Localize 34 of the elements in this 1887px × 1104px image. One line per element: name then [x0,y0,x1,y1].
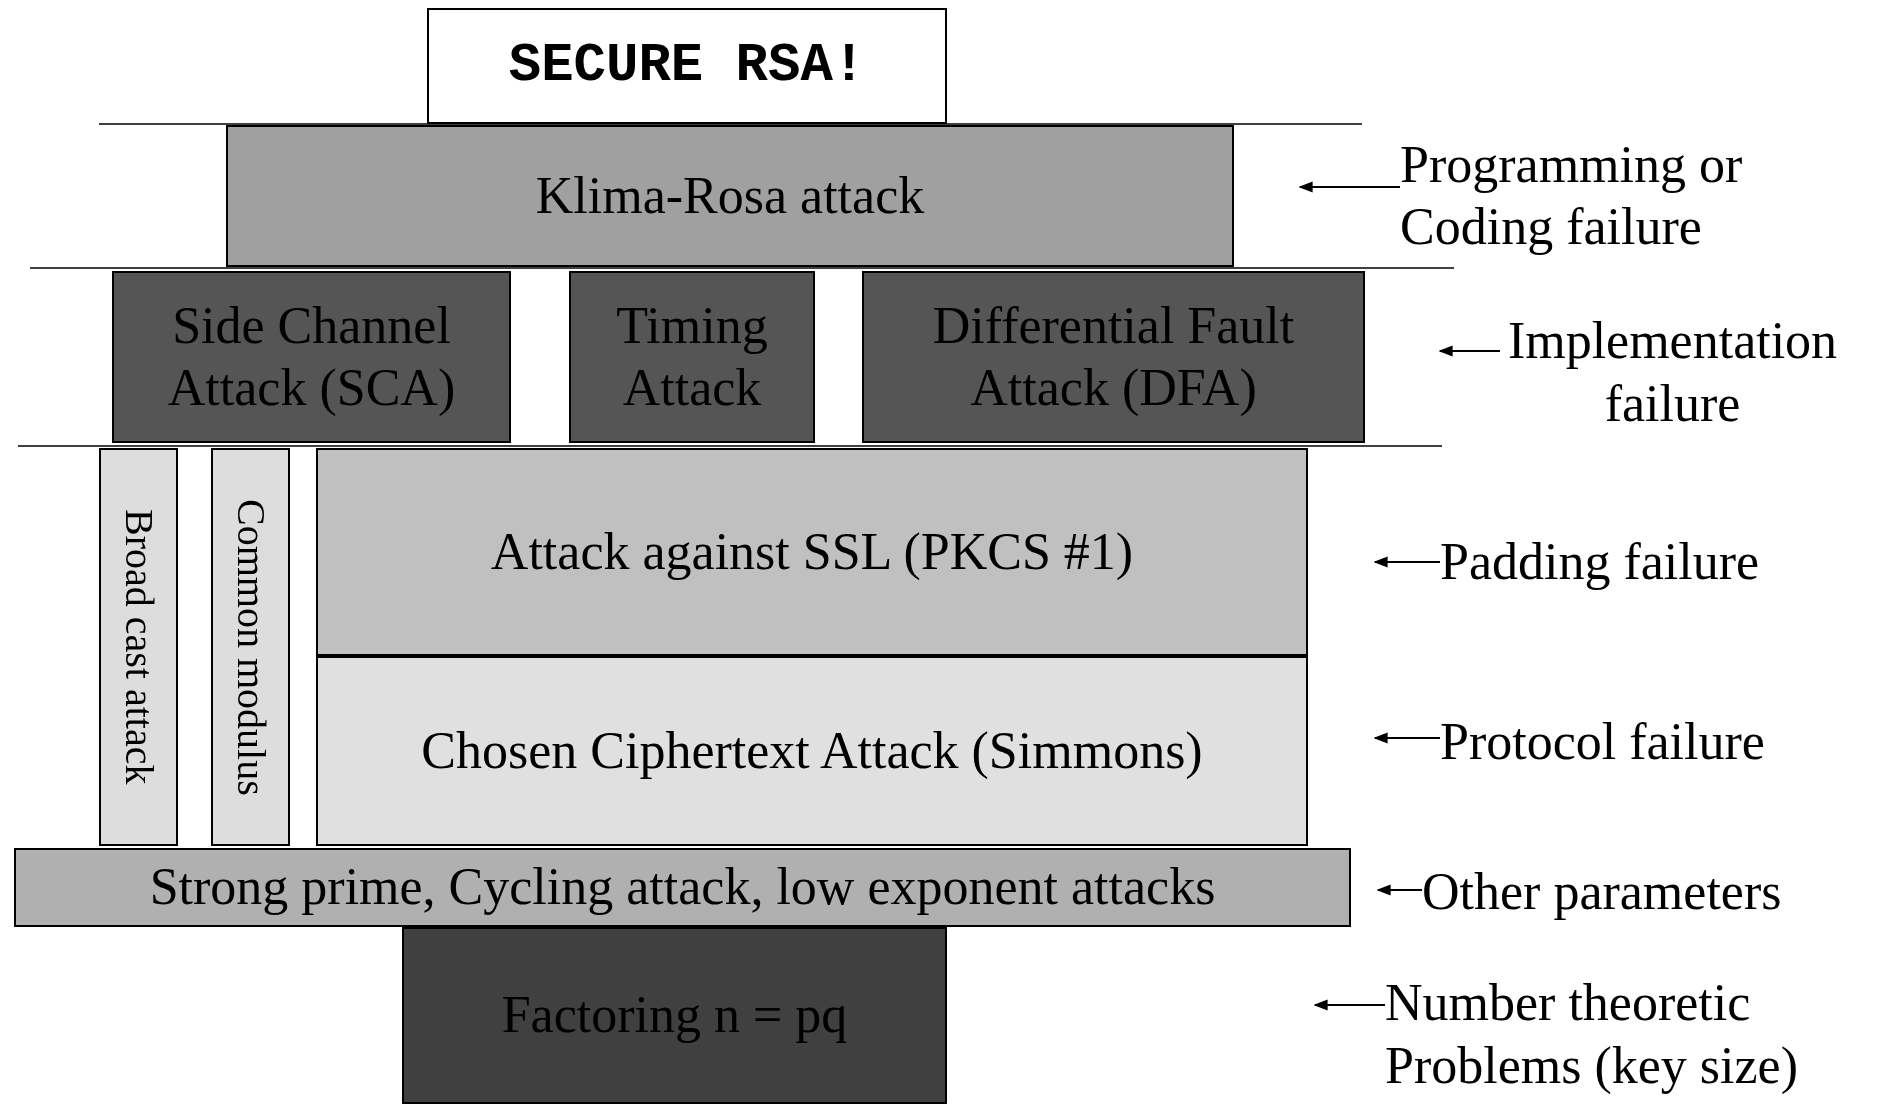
layer-label: Differential Fault Attack (DFA) [931,295,1296,418]
layer-box [211,448,290,846]
arrow [1373,732,1441,744]
layer-box [112,271,511,443]
layer-label: Factoring n = pq [501,985,848,1046]
layer-label: Klima-Rosa attack [535,165,925,226]
category-label: Padding failure [1440,525,1860,600]
layer-label: Common modulus [230,498,271,796]
layer-label: Broad cast attack [118,509,159,785]
category-label: Programming or Coding failure [1400,125,1840,267]
arrow [1376,884,1423,896]
arrow [1438,345,1501,357]
layer-label: Timing Attack [615,295,769,418]
layer-label: Chosen Ciphertext Attack (Simmons) [421,720,1203,781]
category-label: Number theoretic Problems (key size) [1385,965,1880,1104]
layer-box [226,125,1234,267]
title-text: SECURE RSA! [508,33,866,98]
title-box [427,8,947,124]
layer-box [402,927,947,1104]
layer-box [862,271,1365,443]
category-label: Implementation failure [1500,300,1845,445]
layer-label: Side Channel Attack (SCA) [166,295,457,418]
layer-box [99,448,178,846]
layer-box [316,656,1308,846]
arrow [1313,999,1386,1011]
arrow [1373,556,1441,568]
layer-box [569,271,815,443]
arrow [1298,181,1401,193]
layer-label: Strong prime, Cycling attack, low exponent attacks [149,857,1216,918]
layer-box [316,448,1308,656]
layer-box [14,848,1351,927]
category-label: Protocol failure [1440,705,1865,780]
category-label: Other parameters [1422,855,1877,930]
layer-label: Attack against SSL (PKCS #1) [490,521,1134,582]
